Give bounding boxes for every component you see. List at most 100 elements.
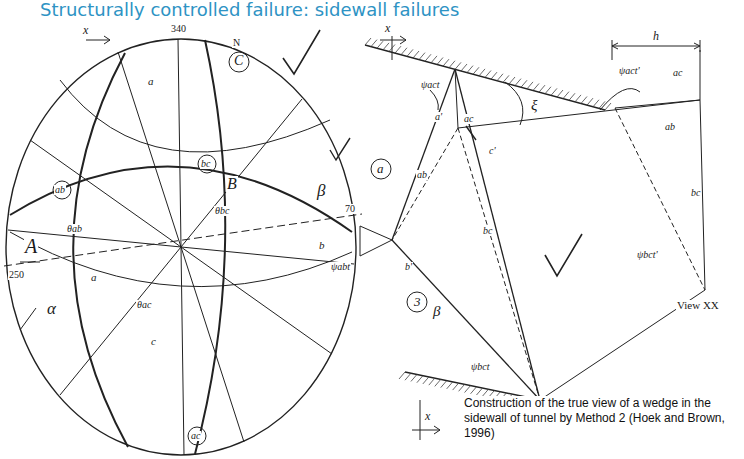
wall-hatch <box>447 382 453 389</box>
x-arrow <box>86 40 110 41</box>
wall-hatch <box>377 41 383 48</box>
figure-label: b <box>318 240 326 251</box>
figure-label: a <box>147 76 155 87</box>
wall-hatch <box>479 69 485 76</box>
figure-label: θbc <box>214 206 230 216</box>
wall-hatch <box>485 71 491 78</box>
intersection-circle <box>198 155 216 173</box>
wall-hatch <box>569 93 575 100</box>
dimension-line <box>612 46 700 47</box>
wall-hatch <box>593 100 599 107</box>
wall-hatch <box>389 45 395 52</box>
figure-label: A <box>24 236 38 256</box>
wall-hatch <box>509 77 515 84</box>
wall-hatch <box>471 387 477 394</box>
figure-label: x <box>384 22 391 34</box>
section-arrow-head <box>434 426 440 434</box>
figure-label: C <box>233 54 244 68</box>
figure-caption: Construction of the true view of a wedge… <box>464 396 740 441</box>
great-circle <box>10 166 352 232</box>
true-view-edge <box>700 50 701 100</box>
wall-hatch <box>455 62 461 69</box>
wall-hatch <box>425 54 431 61</box>
wall-hatch <box>563 92 569 99</box>
dimension-arrows <box>612 43 700 49</box>
figure-label: ξ <box>530 98 538 113</box>
angle-arc <box>600 89 640 110</box>
figure-label: θab <box>66 224 83 234</box>
wall-hatch <box>551 88 557 95</box>
wall-hatch <box>411 374 417 381</box>
section-arrow-head <box>400 36 406 44</box>
figure-label: h <box>652 30 660 42</box>
x-arrow-head <box>104 36 110 44</box>
wall-hatch <box>435 379 441 386</box>
section-tick <box>420 400 421 440</box>
wall-hatch <box>431 56 437 63</box>
wedge-edge-hidden <box>392 128 458 240</box>
wall-hatch <box>401 48 407 55</box>
wall-hatch <box>465 386 471 393</box>
figure-label: ψbct <box>470 362 490 372</box>
figure-label: c' <box>488 146 497 156</box>
wedge-edge <box>455 69 458 128</box>
diameter-line <box>8 230 354 264</box>
check-mark <box>330 138 350 160</box>
figure-label: a' <box>434 112 443 122</box>
wall-hatch <box>443 59 449 66</box>
figure-label: 340 <box>170 24 187 34</box>
figure-label: 250 <box>8 270 25 280</box>
wall-hatch <box>539 85 545 92</box>
dimension-tick <box>612 40 613 60</box>
wall-hatch <box>477 388 483 395</box>
angle-arc <box>505 82 523 125</box>
wall-hatch <box>419 53 425 60</box>
wall-hatch <box>545 87 551 94</box>
figure-label: c <box>150 336 157 347</box>
wall-hatch <box>405 373 411 380</box>
wall-hatch <box>453 383 459 390</box>
figure-label: ac <box>672 68 683 78</box>
figure-label: ψabt <box>330 262 351 272</box>
wall-hatch <box>587 98 593 105</box>
check-mark <box>545 234 582 276</box>
wedge-edge <box>455 69 540 400</box>
figure-label: ψbct' <box>636 250 659 260</box>
section-arrow <box>380 40 406 41</box>
figure-label: ψact <box>420 80 440 90</box>
wall-hatch <box>515 79 521 86</box>
wall-hatch <box>527 82 533 89</box>
stereonet-circle <box>6 39 356 455</box>
hand-circle <box>371 159 391 179</box>
wall-hatch <box>497 74 503 81</box>
intersection-circle <box>53 181 71 199</box>
wall-hatch <box>365 38 371 45</box>
section-arrow <box>412 430 440 431</box>
figure-label: 70 <box>344 204 356 214</box>
great-circle <box>10 232 352 287</box>
wedge-edge <box>392 240 540 400</box>
true-view-edge-hidden <box>615 108 705 290</box>
hand-arrow <box>466 126 476 140</box>
wall-hatch <box>533 84 539 91</box>
check-mark <box>283 30 320 74</box>
figure-label: ac <box>463 114 474 124</box>
figure-label: a <box>376 162 385 175</box>
hand-circle <box>229 52 249 72</box>
true-view-edge <box>615 100 700 108</box>
figure-label: ab <box>664 122 676 132</box>
figure-label: 3 <box>413 295 422 308</box>
wall-hatch <box>399 372 405 379</box>
wall-hatch <box>503 75 509 82</box>
wall-hatch <box>605 103 611 110</box>
wall-hatch <box>437 58 443 65</box>
figure-label: bc <box>200 159 211 169</box>
slide-title: Structurally controlled failure: sidewal… <box>40 0 459 20</box>
wall-hatch <box>383 43 389 50</box>
figure-label: ac <box>190 431 201 441</box>
figure-label: x <box>424 410 431 422</box>
wall-hatch <box>429 378 435 385</box>
wall-hatch <box>459 384 465 391</box>
figure-label: View XX <box>676 300 720 311</box>
figure-label: β <box>316 182 326 199</box>
